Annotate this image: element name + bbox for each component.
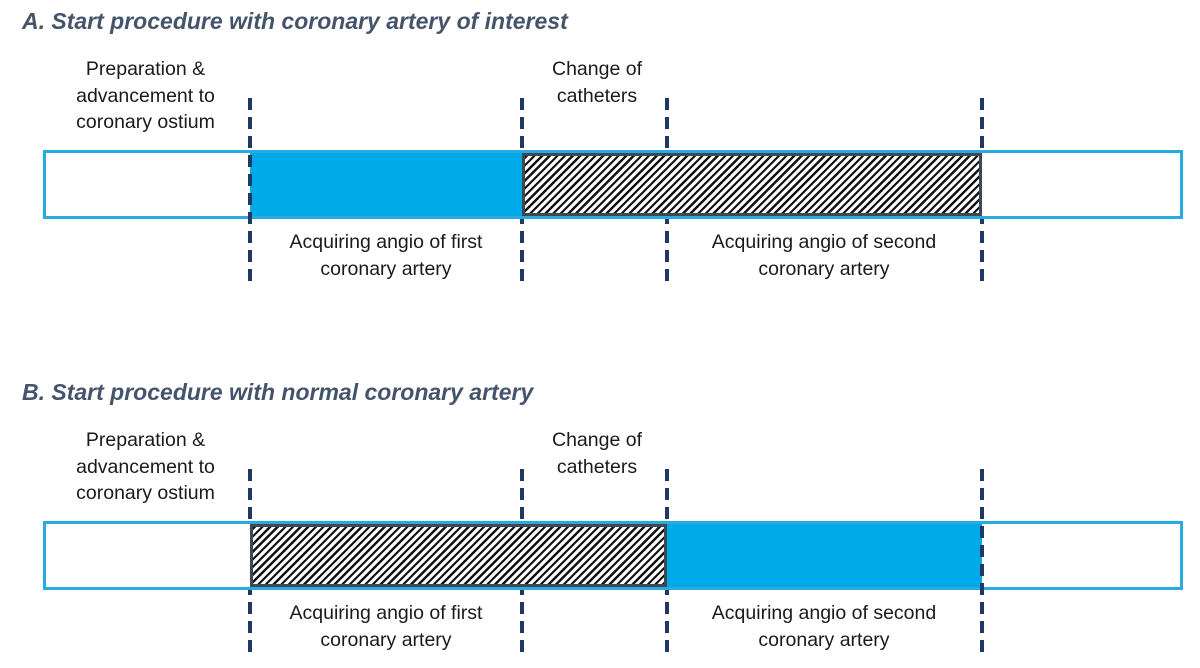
panel-b-first-angio-label: Acquiring angio of first coronary artery (289, 602, 483, 651)
panel-a-change-of-catheters-label: Change of catheters (552, 58, 642, 107)
panel-a-first-angio-label: Acquiring angio of first coronary artery (289, 231, 483, 280)
panel-a-second-angio-label: Acquiring angio of second coronary arter… (711, 231, 937, 280)
panel-a-title: A. Start procedure with coronary artery … (22, 8, 568, 34)
segment-catheter-change-and-second-angio (522, 153, 982, 216)
panel-b-change-of-catheters-label: Change of catheters (552, 429, 642, 478)
segment-acquiring-second-angio (667, 524, 982, 587)
panel-a: A. Start procedure with coronary artery … (0, 0, 1200, 300)
panel-b-preparation-label: Preparation & advancement to coronary os… (76, 429, 215, 504)
segment-acquiring-first-angio (250, 153, 522, 216)
segment-post-procedure (982, 524, 1180, 587)
panel-b: B. Start procedure with normal coronary … (0, 371, 1200, 668)
panel-a-preparation-label: Preparation & advancement to coronary os… (76, 58, 215, 133)
panel-b-title: B. Start procedure with normal coronary … (22, 379, 534, 405)
panel-b-timeline-bar (43, 521, 1183, 590)
panel-b-divider-layer (0, 371, 1200, 668)
segment-first-angio-and-catheter-change (250, 524, 667, 587)
segment-pre-procedure (46, 153, 250, 216)
panel-a-timeline-bar (43, 150, 1183, 219)
segment-post-procedure (982, 153, 1180, 216)
panel-b-second-angio-label: Acquiring angio of second coronary arter… (711, 602, 937, 651)
segment-pre-procedure (46, 524, 250, 587)
